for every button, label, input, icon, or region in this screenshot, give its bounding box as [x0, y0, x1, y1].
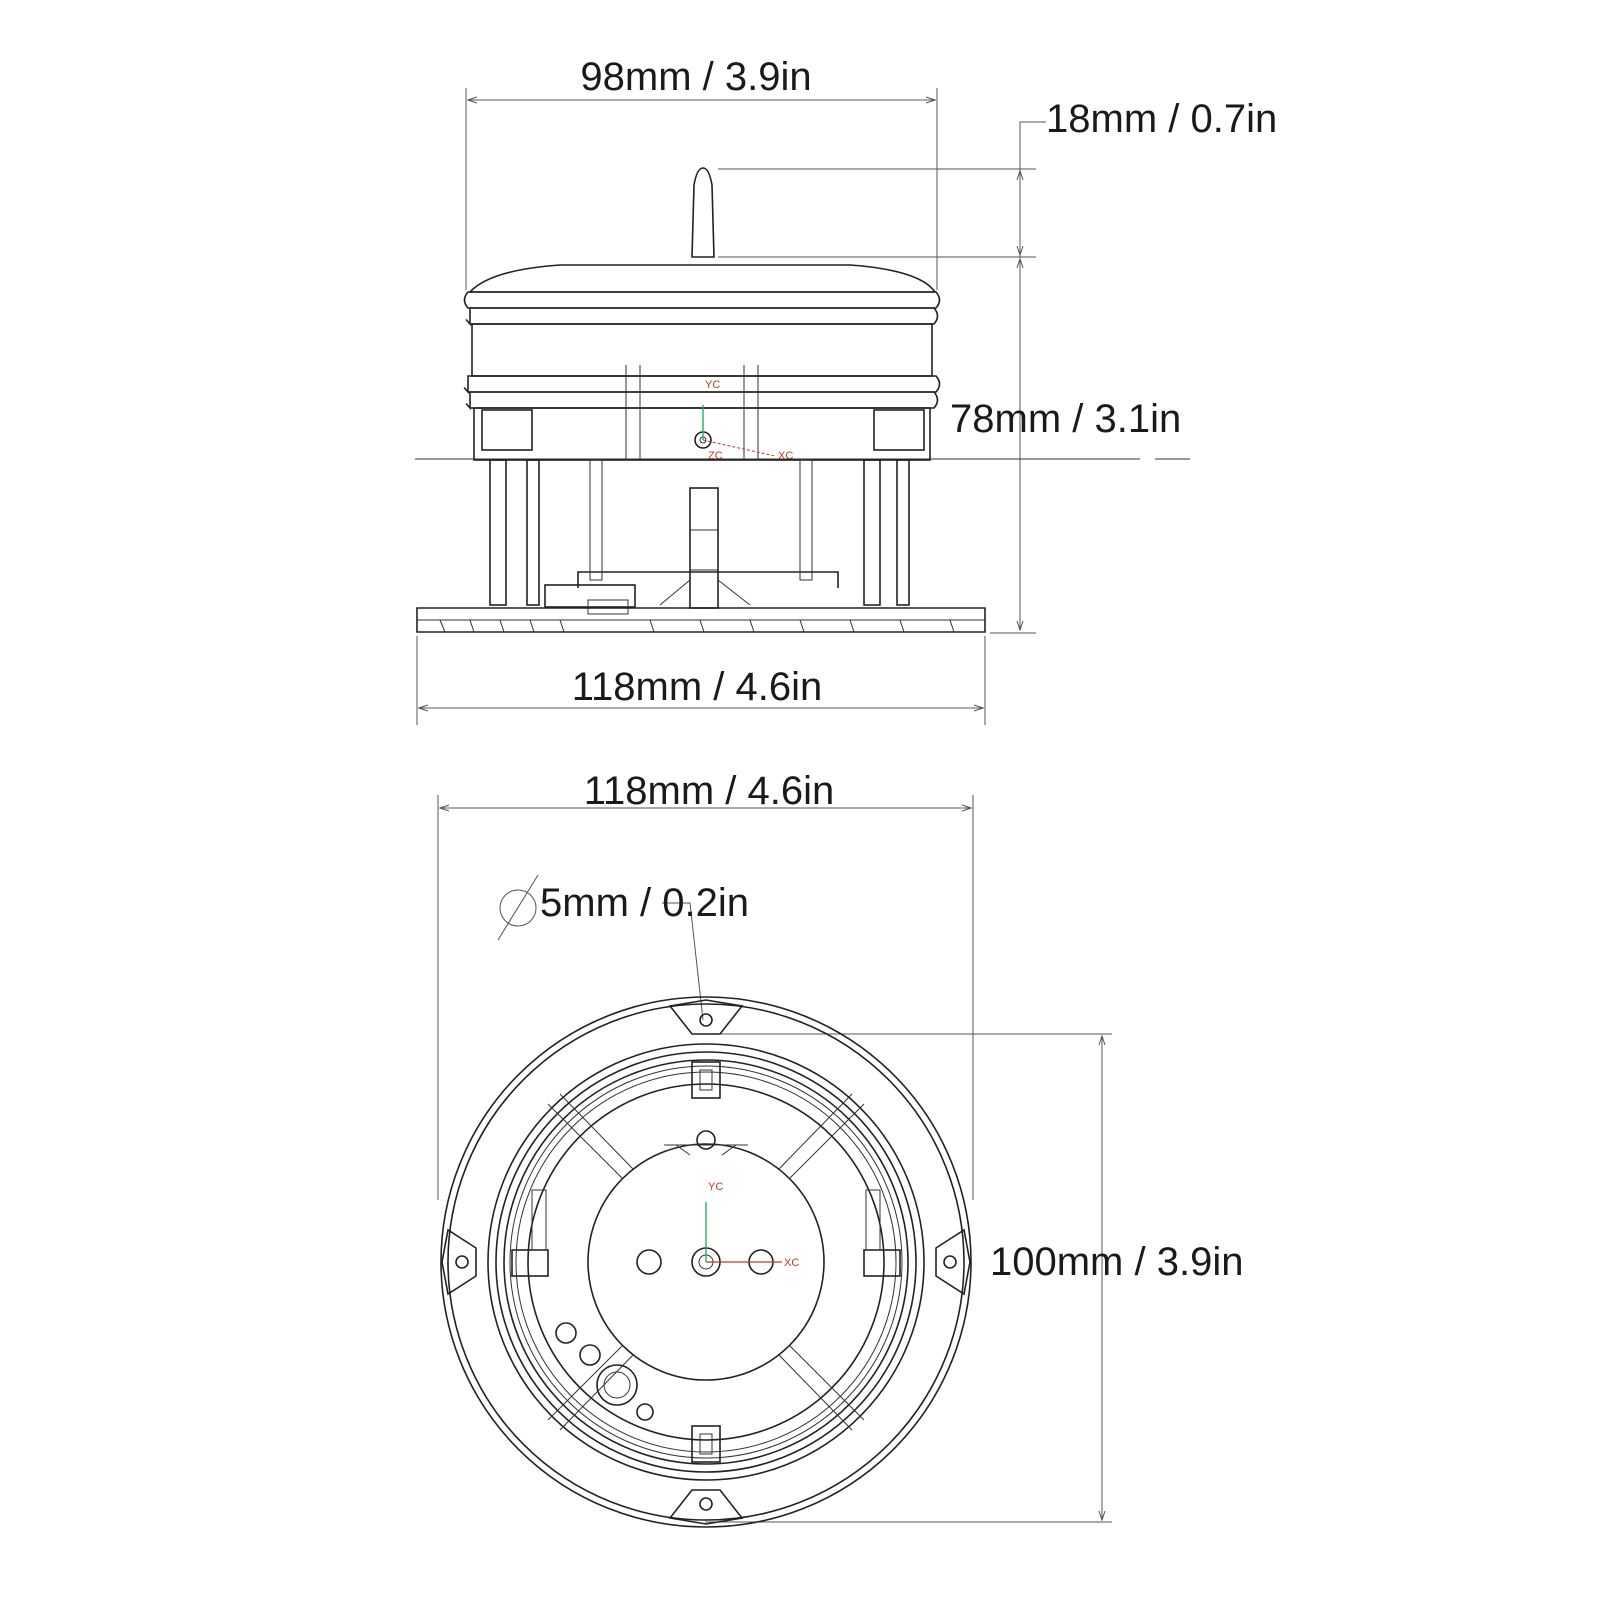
lamp-body	[463, 291, 941, 461]
top-width-dimension: 98mm / 3.9in	[465, 55, 938, 290]
bottom-view: 118mm / 4.6in 5mm / 0.2in 100mm / 3.9in	[437, 769, 1243, 1528]
bottom-axis-yc: YC	[708, 1181, 723, 1193]
total-height-dimension: 78mm / 3.1in	[950, 259, 1181, 634]
hole-diameter-label: 5mm / 0.2in	[540, 881, 749, 925]
antenna	[691, 167, 715, 258]
side-view: 98mm / 3.9in 18mm / 0.7in 78mm / 3.1in	[415, 55, 1277, 725]
total-height-label: 78mm / 3.1in	[950, 397, 1181, 441]
side-axis-zc: ZC	[708, 450, 723, 462]
outer-diameter-label: 118mm / 4.6in	[584, 769, 835, 813]
mount-spacing-label: 100mm / 3.9in	[990, 1240, 1243, 1284]
antenna-height-dimension: 18mm / 0.7in	[718, 97, 1277, 258]
mount-tab-right	[863, 1189, 971, 1296]
dome-lid	[468, 264, 937, 293]
radial-spokes	[547, 1093, 865, 1431]
base-width-dimension: 118mm / 4.6in	[416, 636, 986, 725]
base-width-label: 118mm / 4.6in	[572, 665, 823, 709]
mount-tab-left	[441, 1189, 549, 1296]
mount-spacing-dimension: 100mm / 3.9in	[705, 1033, 1243, 1523]
side-axis-yc: YC	[705, 379, 720, 391]
top-width-label: 98mm / 3.9in	[580, 55, 811, 99]
mount-tab-top	[668, 999, 744, 1099]
cable-gland	[555, 1322, 654, 1421]
base-rings	[440, 996, 972, 1528]
hole-diameter-callout: 5mm / 0.2in	[497, 874, 749, 1021]
mount-tab-bottom	[668, 1425, 744, 1525]
base-plate	[416, 607, 986, 633]
bottom-axis-triad: YC XC	[705, 1181, 799, 1269]
side-axis-triad: YC XC ZC	[694, 379, 793, 462]
antenna-height-label: 18mm / 0.7in	[1046, 97, 1277, 141]
side-axis-xc: XC	[778, 450, 793, 462]
support-legs	[489, 459, 910, 615]
bottom-axis-xc: XC	[784, 1257, 799, 1269]
outer-diameter-dimension: 118mm / 4.6in	[437, 769, 974, 1200]
